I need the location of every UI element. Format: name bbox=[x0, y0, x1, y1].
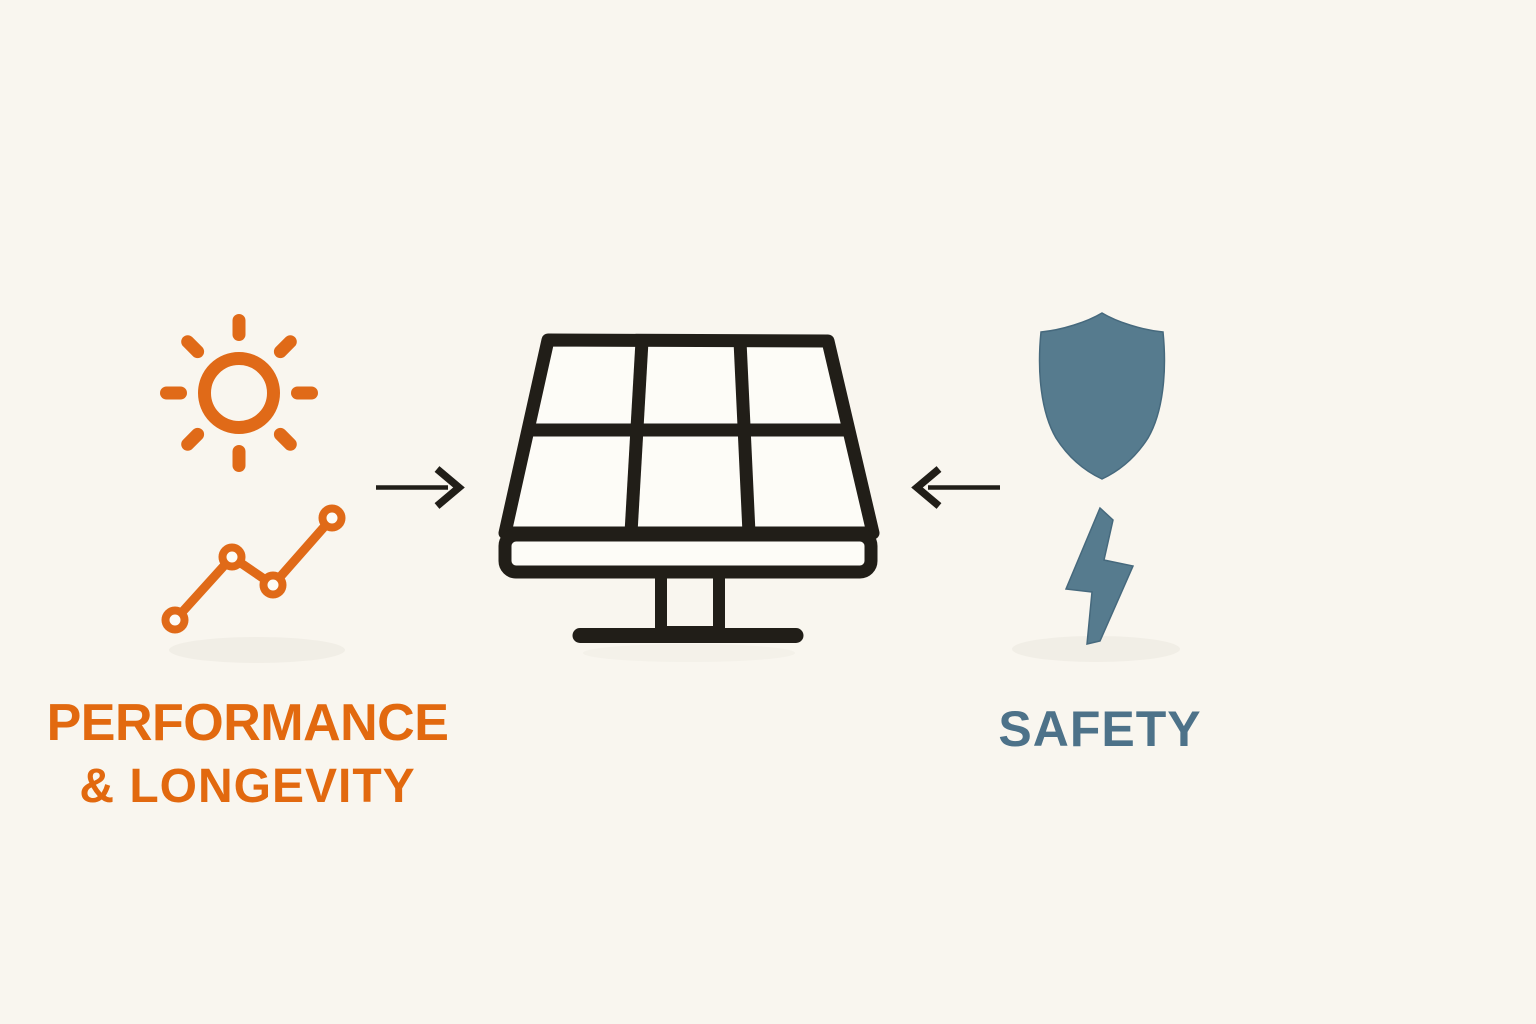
arrow-left-icon bbox=[906, 460, 1006, 515]
arrow-right-icon bbox=[370, 460, 470, 515]
solar-panel-icon bbox=[498, 332, 880, 654]
lightning-bolt-icon bbox=[1055, 502, 1145, 652]
shield-icon bbox=[1032, 308, 1172, 484]
safety-label: SAFETY bbox=[960, 700, 1240, 758]
safety-label-text: SAFETY bbox=[998, 701, 1202, 757]
trend-chart-icon bbox=[152, 496, 358, 656]
performance-label-line1: PERFORMANCE bbox=[46, 694, 449, 752]
sun-icon bbox=[157, 309, 323, 477]
performance-longevity-label: PERFORMANCE & LONGEVITY bbox=[20, 696, 475, 811]
performance-label-line2: & LONGEVITY bbox=[79, 759, 416, 813]
chart-ground-shadow bbox=[169, 637, 345, 663]
panel-ground-shadow bbox=[583, 644, 795, 662]
